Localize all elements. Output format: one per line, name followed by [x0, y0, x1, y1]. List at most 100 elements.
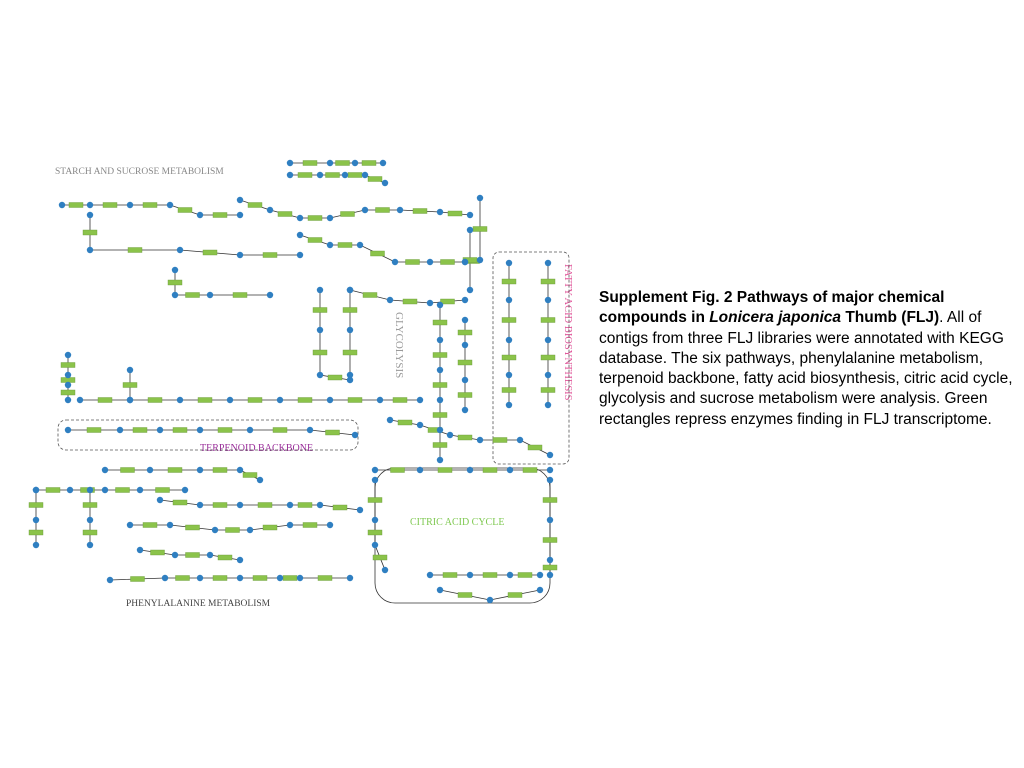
enzyme-box-icon: [507, 592, 523, 598]
compound-node-icon: [376, 396, 384, 404]
compound-node-icon: [236, 466, 244, 474]
compound-node-icon: [236, 196, 244, 204]
compound-node-icon: [196, 426, 204, 434]
enzyme-box-icon: [122, 382, 138, 388]
enzyme-box-icon: [517, 572, 533, 578]
enzyme-box-icon: [212, 212, 228, 218]
compound-node-icon: [351, 159, 359, 167]
compound-node-icon: [296, 231, 304, 239]
terpenoid-region-box: [57, 419, 359, 451]
enzyme-box-icon: [120, 467, 135, 473]
compound-node-icon: [505, 259, 513, 267]
pathway-edge: [174, 270, 270, 296]
compound-node-icon: [136, 546, 144, 554]
compound-node-icon: [286, 501, 294, 509]
compound-node-icon: [346, 371, 354, 379]
enzyme-box-icon: [312, 307, 328, 313]
enzyme-box-icon: [262, 524, 278, 531]
compound-node-icon: [416, 466, 424, 474]
enzyme-box-icon: [457, 359, 473, 366]
compound-node-icon: [276, 396, 284, 404]
enzyme-box-icon: [342, 349, 358, 356]
enzyme-box-icon: [347, 397, 363, 403]
compound-node-icon: [426, 299, 434, 307]
compound-node-icon: [166, 201, 174, 209]
enzyme-box-icon: [177, 207, 193, 213]
compound-node-icon: [236, 501, 244, 509]
pathway-map-diagram: STARCH AND SUCROSE METABOLISM GLYCOLYSIS…: [28, 159, 573, 609]
compound-node-icon: [64, 371, 72, 379]
enzyme-box-icon: [432, 382, 448, 388]
compound-node-icon: [316, 286, 324, 294]
compound-node-icon: [316, 371, 324, 379]
enzyme-box-icon: [437, 467, 453, 473]
compound-node-icon: [546, 466, 554, 474]
compound-node-icon: [316, 326, 324, 334]
enzyme-box-icon: [212, 467, 228, 473]
enzyme-box-icon: [45, 487, 61, 493]
compound-node-icon: [436, 208, 444, 216]
enzyme-box-icon: [307, 215, 323, 221]
compound-node-icon: [126, 521, 134, 529]
compound-node-icon: [416, 421, 424, 429]
enzyme-box-icon: [247, 202, 263, 208]
compound-node-icon: [476, 436, 484, 444]
enzyme-box-icon: [367, 176, 383, 182]
compound-node-icon: [64, 396, 72, 404]
compound-node-icon: [86, 246, 94, 254]
compound-node-icon: [306, 426, 314, 434]
compound-node-icon: [106, 576, 114, 584]
enzyme-box-icon: [501, 387, 517, 393]
compound-node-icon: [396, 206, 404, 214]
enzyme-box-icon: [147, 397, 163, 403]
enzyme-box-icon: [28, 502, 44, 508]
caption-species-name: Lonicera japonica: [709, 309, 842, 327]
enzyme-box-icon: [457, 434, 473, 441]
compound-node-icon: [66, 486, 74, 494]
compound-node-icon: [544, 401, 552, 409]
enzyme-box-icon: [361, 160, 377, 166]
enzyme-box-icon: [297, 172, 313, 178]
compound-node-icon: [326, 159, 334, 167]
compound-node-icon: [356, 241, 364, 249]
enzyme-box-icon: [501, 278, 517, 285]
enzyme-box-icon: [432, 352, 448, 358]
enzyme-box-icon: [185, 524, 200, 531]
compound-node-icon: [436, 456, 444, 464]
compound-node-icon: [426, 571, 434, 579]
enzyme-box-icon: [442, 572, 458, 578]
pathway-edge: [89, 215, 300, 256]
enzyme-box-icon: [501, 354, 517, 361]
label-citric-acid-cycle: CITRIC ACID CYCLE: [410, 517, 504, 528]
enzyme-box-icon: [501, 317, 517, 323]
enzyme-box-icon: [185, 292, 200, 298]
compound-node-icon: [286, 159, 294, 167]
compound-node-icon: [126, 201, 134, 209]
enzyme-box-icon: [212, 502, 228, 508]
compound-node-icon: [461, 376, 469, 384]
compound-node-icon: [361, 206, 369, 214]
compound-node-icon: [196, 466, 204, 474]
compound-node-icon: [546, 556, 554, 564]
enzyme-box-icon: [247, 397, 263, 403]
enzyme-box-icon: [372, 554, 388, 561]
compound-node-icon: [64, 426, 72, 434]
enzyme-box-icon: [130, 576, 145, 582]
compound-nodes: [32, 159, 554, 604]
enzyme-box-icon: [150, 549, 165, 556]
enzyme-box-icon: [405, 259, 420, 265]
compound-node-icon: [461, 258, 469, 266]
enzyme-box-icon: [390, 467, 405, 473]
compound-node-icon: [196, 211, 204, 219]
compound-node-icon: [466, 286, 474, 294]
compound-node-icon: [391, 258, 399, 266]
compound-node-icon: [476, 194, 484, 202]
compound-node-icon: [64, 381, 72, 389]
enzyme-box-icon: [115, 487, 130, 493]
compound-node-icon: [371, 516, 379, 524]
compound-node-icon: [171, 266, 179, 274]
enzyme-box-icon: [367, 529, 383, 536]
enzyme-box-icon: [432, 442, 448, 448]
compound-node-icon: [226, 396, 234, 404]
compound-node-icon: [32, 486, 40, 494]
